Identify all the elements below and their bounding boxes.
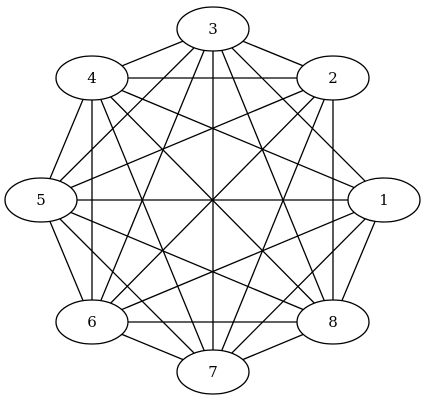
edge-4-7 — [91, 77, 214, 373]
node-1-ellipse — [347, 177, 421, 223]
node-4-ellipse — [55, 55, 129, 101]
edge-2-5 — [40, 77, 334, 201]
nodes-layer: 1 2 3 4 5 6 7 8 — [4, 6, 421, 395]
node-6-ellipse — [55, 299, 129, 345]
node-1: 1 — [347, 177, 421, 223]
edge-5-7 — [40, 199, 214, 373]
node-2-ellipse — [296, 55, 370, 101]
edge-4-1 — [91, 77, 385, 201]
edge-1-7 — [212, 199, 385, 373]
node-8-label: 8 — [328, 313, 338, 331]
edge-5-8 — [40, 199, 334, 323]
node-7: 7 — [176, 349, 250, 395]
node-2-label: 2 — [328, 69, 338, 87]
node-8: 8 — [296, 299, 370, 345]
node-5-ellipse — [4, 177, 78, 223]
node-4-label: 4 — [87, 69, 97, 87]
node-6: 6 — [55, 299, 129, 345]
node-3-ellipse — [176, 6, 250, 52]
edge-3-1 — [212, 28, 385, 201]
node-6-label: 6 — [87, 313, 97, 331]
edges-layer — [40, 28, 385, 373]
node-8-ellipse — [296, 299, 370, 345]
node-5-label: 5 — [36, 191, 46, 209]
node-5: 5 — [4, 177, 78, 223]
node-7-ellipse — [176, 349, 250, 395]
node-3: 3 — [176, 6, 250, 52]
edge-1-6 — [91, 199, 385, 323]
node-2: 2 — [296, 55, 370, 101]
node-3-label: 3 — [208, 20, 218, 38]
edge-3-5 — [40, 28, 214, 201]
node-7-label: 7 — [208, 363, 218, 381]
edge-2-7 — [212, 77, 334, 373]
node-1-label: 1 — [379, 191, 389, 209]
node-4: 4 — [55, 55, 129, 101]
